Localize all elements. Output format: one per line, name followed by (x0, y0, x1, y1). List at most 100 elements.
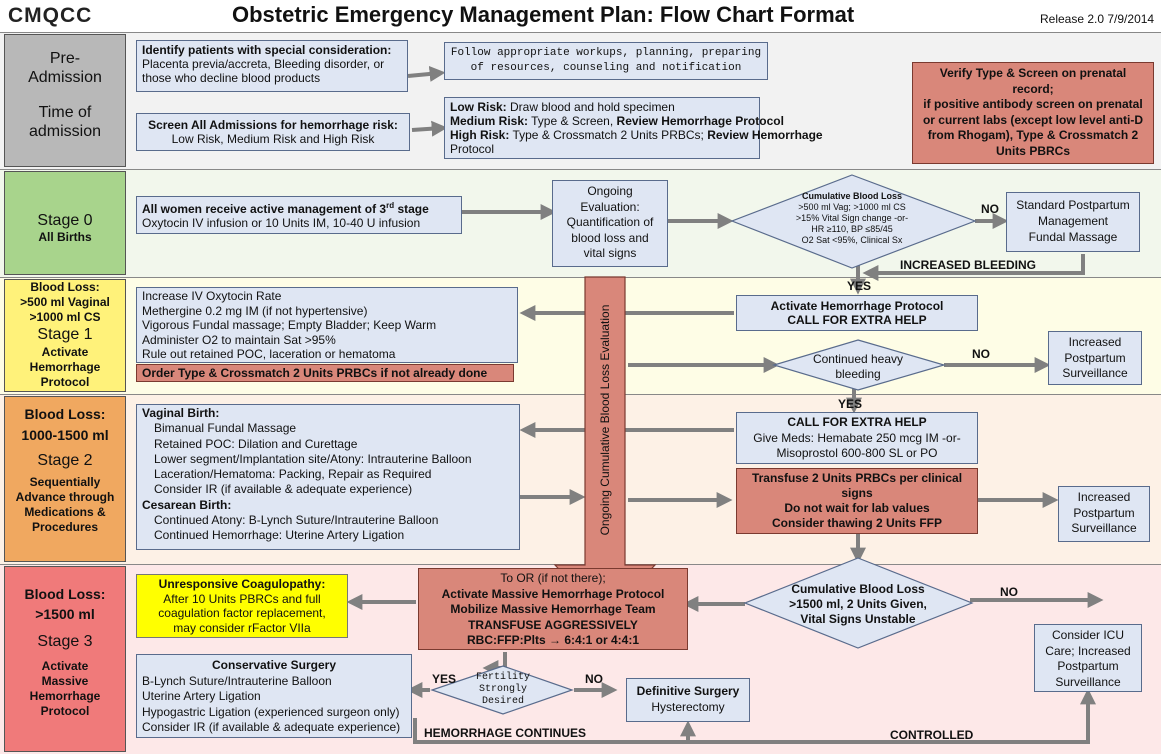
vaginal-title: Vaginal Birth: (142, 406, 220, 420)
cum-line: Vital Signs Unstable (800, 612, 916, 626)
icu-line: Consider ICU (1051, 628, 1125, 642)
stage2-procedures-box: Vaginal Birth: Bimanual Fundal Massage R… (136, 404, 520, 550)
eval-line: Ongoing (587, 184, 633, 198)
activate-line: Activate Hemorrhage Protocol (770, 299, 944, 313)
stage2-loss-line: Blood Loss: (24, 406, 106, 422)
continued-diamond-text: Continued heavy bleeding (790, 352, 926, 382)
stage2-sub-line: Advance through (15, 490, 115, 504)
surveillance-line: Postpartum (1073, 505, 1135, 520)
diamond-line: HR ≥110, BP ≤85/45 (811, 224, 893, 234)
fertility-yes-label: YES (432, 672, 457, 686)
vaginal-item: Retained POC: Dilation and Curettage (154, 436, 358, 451)
definitive-surgery-box: Definitive Surgery Hysterectomy (626, 678, 750, 722)
diamond-line: >500 ml Vag; >1000 ml CS (798, 202, 906, 212)
verify-line: record; (1012, 81, 1054, 96)
fertility-diamond (430, 665, 574, 715)
verify-line: from Rhogam), Type & Crossmatch 2 (927, 128, 1139, 142)
stage1-surveillance-box: Increased Postpartum Surveillance (1048, 331, 1142, 385)
transfuse-line: Do not wait for lab values (784, 501, 930, 515)
cesarean-item: Continued Hemorrhage: Uterine Artery Lig… (154, 528, 405, 543)
standard-line: Standard Postpartum (1016, 198, 1130, 212)
active-management-box: All women receive active management of 3… (136, 196, 462, 234)
stage0-sub: All Births (38, 230, 92, 244)
sidebar-preadmission: Pre-Admission Time of admission (4, 34, 126, 167)
identify-line: those who decline blood products (142, 71, 321, 85)
follow-line: Follow appropriate workups, planning, pr… (450, 47, 762, 59)
standard-postpartum-box: Standard Postpartum Management Fundal Ma… (1006, 192, 1140, 252)
follow-line: of resources, counseling and notificatio… (470, 62, 742, 74)
fertility-line: Strongly (478, 684, 527, 695)
stage3-sub-line: Massive (41, 674, 89, 688)
stage3-sub-line: Protocol (40, 704, 90, 718)
or-line: Activate Massive Hemorrhage Protocol (441, 586, 665, 601)
call-extra-help-box: CALL FOR EXTRA HELP Give Meds: Hemabate … (736, 412, 978, 464)
coagulopathy-box: Unresponsive Coagulopathy: After 10 Unit… (136, 574, 348, 638)
stage1-loss-line: Blood Loss: (30, 280, 100, 294)
or-line: Mobilize Massive Hemorrhage Team (450, 602, 656, 616)
stage0-yes-label: YES (847, 279, 872, 293)
activate-protocol-box: Activate Hemorrhage Protocol CALL FOR EX… (736, 295, 978, 331)
stage3-sub-line: Activate (41, 659, 89, 673)
sidebar-preadmission-label: Pre-Admission (28, 50, 102, 86)
stage1-sub-line: Activate (41, 345, 89, 359)
or-line: TRANSFUSE AGGRESSIVELY (468, 617, 638, 632)
order-crossmatch-box: Order Type & Crossmatch 2 Units PRBCs if… (136, 364, 514, 382)
surveillance-line: Postpartum (1064, 350, 1126, 365)
or-line: To OR (if not there); (500, 571, 606, 585)
active-title: All women receive active management of 3… (142, 201, 429, 216)
stage1-sub-line: Hemorrhage (29, 360, 101, 374)
stage2-title: Stage 2 (37, 452, 93, 469)
risk-medium-text: Type & Screen, (531, 114, 614, 128)
stage1-no-label: NO (972, 347, 990, 361)
fertility-line: Fertility (475, 672, 530, 683)
vaginal-item: Lower segment/Implantation site/Atony: I… (154, 451, 472, 466)
risk-levels-box: Low Risk: Draw blood and hold specimen M… (444, 97, 823, 159)
stage1-yes-label: YES (838, 397, 863, 411)
screen-sub: Low Risk, Medium Risk and High Risk (171, 132, 375, 146)
to-or-box: To OR (if not there); Activate Massive H… (418, 568, 688, 650)
coag-line: After 10 Units PBRCs and full (163, 591, 321, 606)
conservative-item: Consider IR (if available & adequate exp… (142, 720, 401, 734)
vaginal-item: Consider IR (if available & adequate exp… (154, 482, 413, 497)
sidebar-stage2: Blood Loss: 1000-1500 ml Stage 2 Sequent… (4, 396, 126, 562)
conservative-item: Hypogastric Ligation (experienced surgeo… (142, 704, 400, 719)
risk-medium-label: Medium Risk: (450, 114, 529, 128)
continued-line: Continued heavy (812, 352, 904, 366)
sidebar-stage1: Blood Loss: >500 ml Vaginal >1000 ml CS … (4, 279, 126, 392)
increased-bleeding-label: INCREASED BLEEDING (900, 258, 1037, 272)
cum-line: Cumulative Blood Loss (791, 582, 925, 596)
stage3-diamond (743, 557, 974, 649)
stage2-surveillance-box: Increased Postpartum Surveillance (1058, 486, 1150, 542)
arrow-identify-follow (407, 66, 446, 82)
verify-type-screen-box: Verify Type & Screen on prenatal record;… (912, 62, 1154, 164)
risk-high-bold: Review Hemorrhage (707, 128, 823, 142)
identify-line: Placenta previa/accreta, Bleeding disord… (142, 57, 385, 71)
definitive-title: Definitive Surgery (636, 684, 740, 698)
stage1-action: Vigorous Fundal massage; Empty Bladder; … (142, 318, 437, 332)
stage0-diamond (730, 174, 977, 269)
fertility-diamond-text: Fertility Strongly Desired (463, 672, 543, 708)
transfuse-box: Transfuse 2 Units PRBCs per clinical sig… (736, 468, 978, 534)
stage1-action: Methergine 0.2 mg IM (if not hypertensiv… (142, 303, 368, 318)
icu-line: Care; Increased (1045, 643, 1131, 658)
vaginal-item: Laceration/Hematoma: Packing, Repair as … (154, 467, 432, 482)
risk-high-text: Type & Crossmatch 2 Units PRBCs; (512, 128, 704, 142)
arrow-hemorrhage-continues (413, 718, 688, 744)
coag-line: may consider rFactor VIIa (173, 620, 311, 635)
icu-care-box: Consider ICU Care; Increased Postpartum … (1034, 624, 1142, 692)
eval-line: blood loss and (571, 230, 649, 245)
sidebar-time-of-admission-label: Time of admission (29, 104, 102, 140)
stage1-sub-line: Protocol (40, 375, 90, 389)
identify-title: Identify patients with special considera… (142, 43, 392, 57)
standard-line: Fundal Massage (1028, 230, 1118, 244)
stage0-diamond-text: Cumulative Blood Loss >500 ml Vag; >1000… (762, 191, 942, 246)
fertility-no-label: NO (585, 672, 603, 686)
stage1-action: Administer O2 to maintain Sat >95% (142, 332, 336, 347)
ongoing-evaluation-label: Ongoing Cumulative Blood Loss Evaluation (598, 304, 612, 536)
stage3-no-label: NO (1000, 585, 1018, 599)
stage1-actions-box: Increase IV Oxytocin Rate Methergine 0.2… (136, 287, 518, 363)
stage2-loss-line: 1000-1500 ml (21, 427, 109, 443)
conservative-item: B-Lynch Suture/Intrauterine Balloon (142, 673, 332, 688)
transfuse-line: signs (841, 486, 873, 500)
call-line: Misoprostol 600-800 SL or PO (776, 446, 938, 460)
